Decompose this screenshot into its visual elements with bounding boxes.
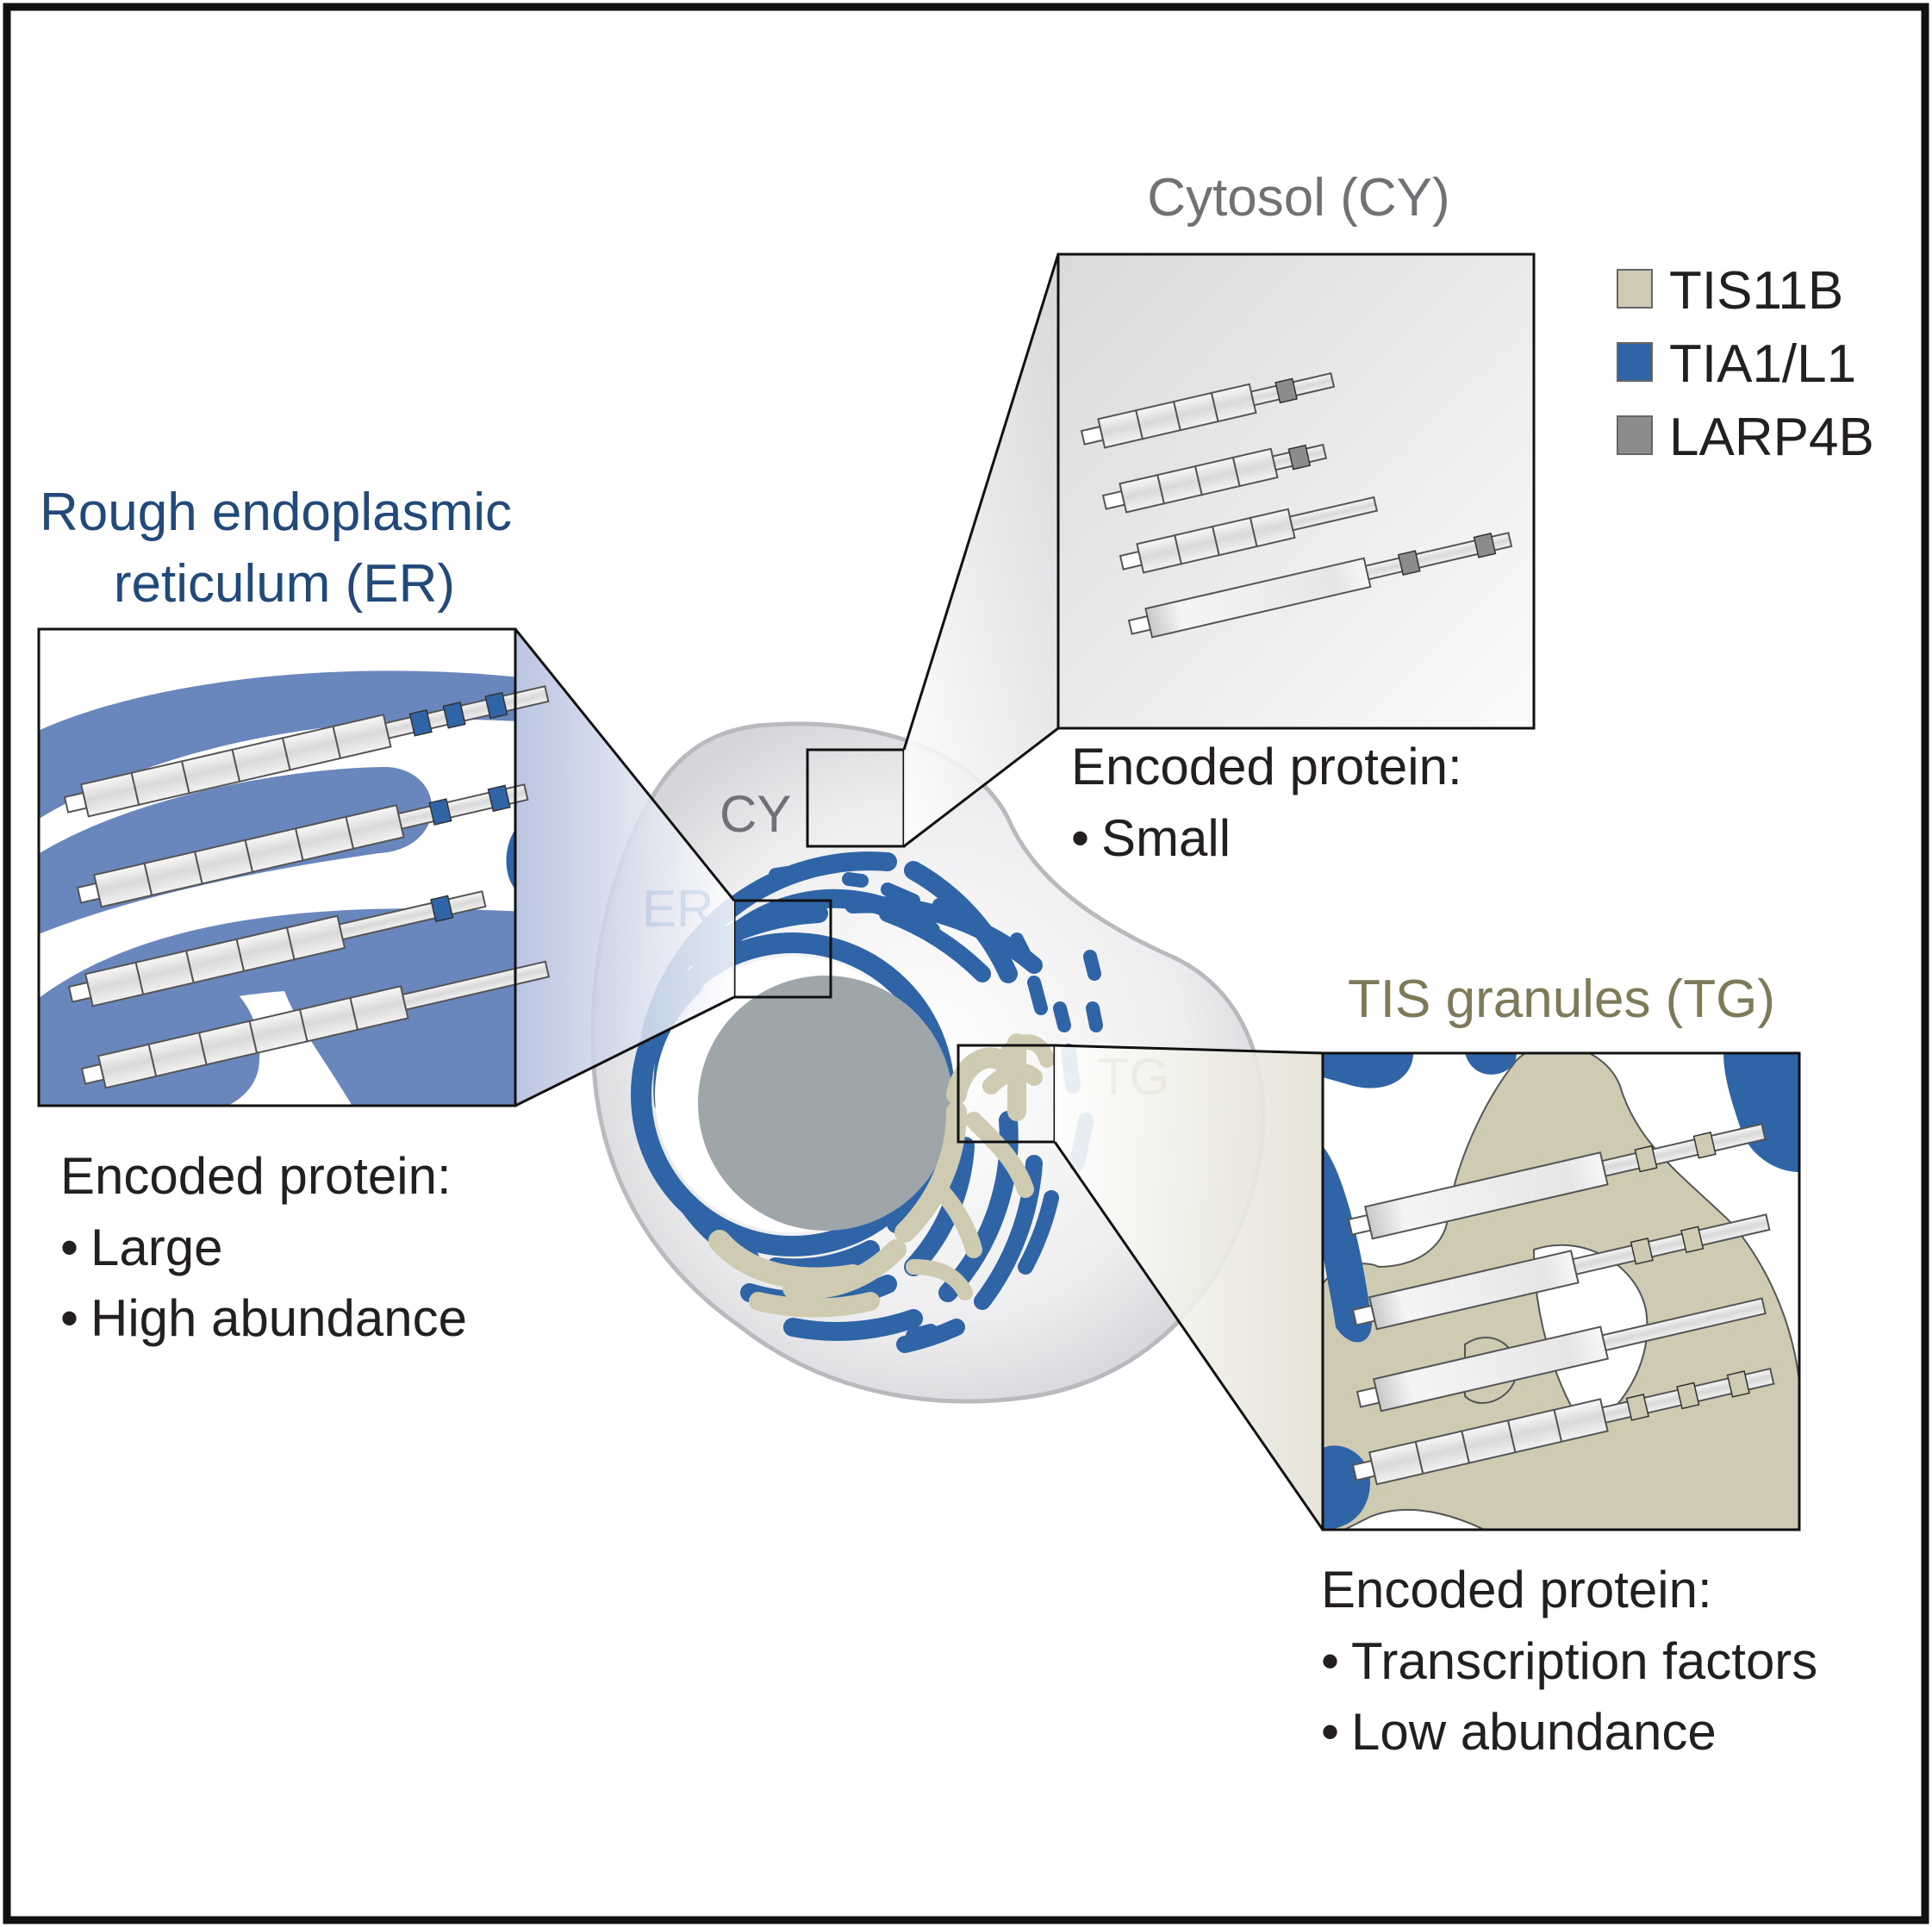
er-zoom-cone — [515, 629, 734, 1106]
er-zoom-line-top — [514, 628, 736, 901]
er-zoom-line-bottom — [514, 995, 735, 1107]
tg-panel-frame — [1321, 1051, 1801, 1531]
tg-encoded-heading: Encoded protein: — [1321, 1561, 1712, 1618]
cy-zoom-cone — [904, 254, 1058, 846]
er-encoded-heading: Encoded protein: — [60, 1147, 452, 1205]
cytosol-panel — [1056, 253, 1536, 730]
er-title-line2: reticulum (ER) — [114, 554, 455, 614]
cytosol-encoded-heading: Encoded protein: — [1071, 738, 1462, 795]
legend-label-tia1l1: TIA1/L1 — [1669, 334, 1856, 394]
cy-mrna-4 — [1127, 532, 1513, 639]
cy-mrna-2 — [1101, 443, 1328, 514]
tg-zoom-line-top — [1054, 1044, 1324, 1055]
legend-swatch-tis11b — [1617, 269, 1653, 309]
cytosol-title: Cytosol (CY) — [1147, 168, 1449, 228]
tg-panel — [1321, 1051, 1801, 1531]
er-bullet-2-marker: • — [60, 1289, 78, 1347]
cy-label: CY — [720, 785, 791, 843]
er-sheet — [39, 670, 515, 820]
legend-label-larp4b: LARP4B — [1669, 408, 1874, 467]
tg-mrna-3 — [1356, 1297, 1767, 1413]
tg-zoom-line-bottom — [1053, 1141, 1324, 1531]
er-mrna-4 — [80, 960, 551, 1089]
er-title-line1: Rough endoplasmic — [40, 483, 512, 542]
cy-zoom-line-top — [902, 253, 1060, 751]
er-mrna-2 — [76, 783, 529, 908]
cy-mrna-3 — [1119, 496, 1379, 574]
tg-bullet-2: Low abundance — [1351, 1703, 1717, 1761]
tg-zoom-cone — [1055, 1045, 1323, 1530]
tis-granules — [708, 1033, 1055, 1318]
tg-mrna-2 — [1351, 1213, 1771, 1331]
legend-swatch-larp4b — [1617, 415, 1653, 455]
legend-label-tis11b: TIS11B — [1669, 261, 1843, 321]
tg-bullet-1: Transcription factors — [1351, 1632, 1817, 1690]
er-bullet-2: High abundance — [90, 1289, 467, 1347]
cy-mrna-1 — [1080, 371, 1336, 449]
cytosol-bullet-1: Small — [1101, 809, 1231, 867]
tg-mrna-4 — [1351, 1368, 1775, 1486]
cytosol-bullet-1-marker: • — [1071, 809, 1089, 867]
er-panel — [37, 627, 551, 1107]
er-mrna-1 — [63, 685, 550, 818]
tg-bullet-1-marker: • — [1321, 1632, 1339, 1690]
er-bullet-1: Large — [90, 1219, 222, 1276]
tg-bullet-2-marker: • — [1321, 1703, 1339, 1761]
legend: TIS11B TIA1/L1 LARP4B — [1617, 261, 1874, 467]
tg-title: TIS granules (TG) — [1348, 970, 1775, 1029]
er-mrna-3 — [67, 890, 487, 1007]
er-panel-frame — [37, 627, 517, 1107]
tg-mrna-1 — [1347, 1123, 1767, 1240]
legend-swatch-tia1l1 — [1617, 342, 1653, 382]
er-bullet-1-marker: • — [60, 1219, 78, 1276]
cy-zoom-line-bottom — [903, 727, 1059, 848]
nucleolus — [698, 976, 953, 1231]
cell — [590, 721, 1266, 1404]
